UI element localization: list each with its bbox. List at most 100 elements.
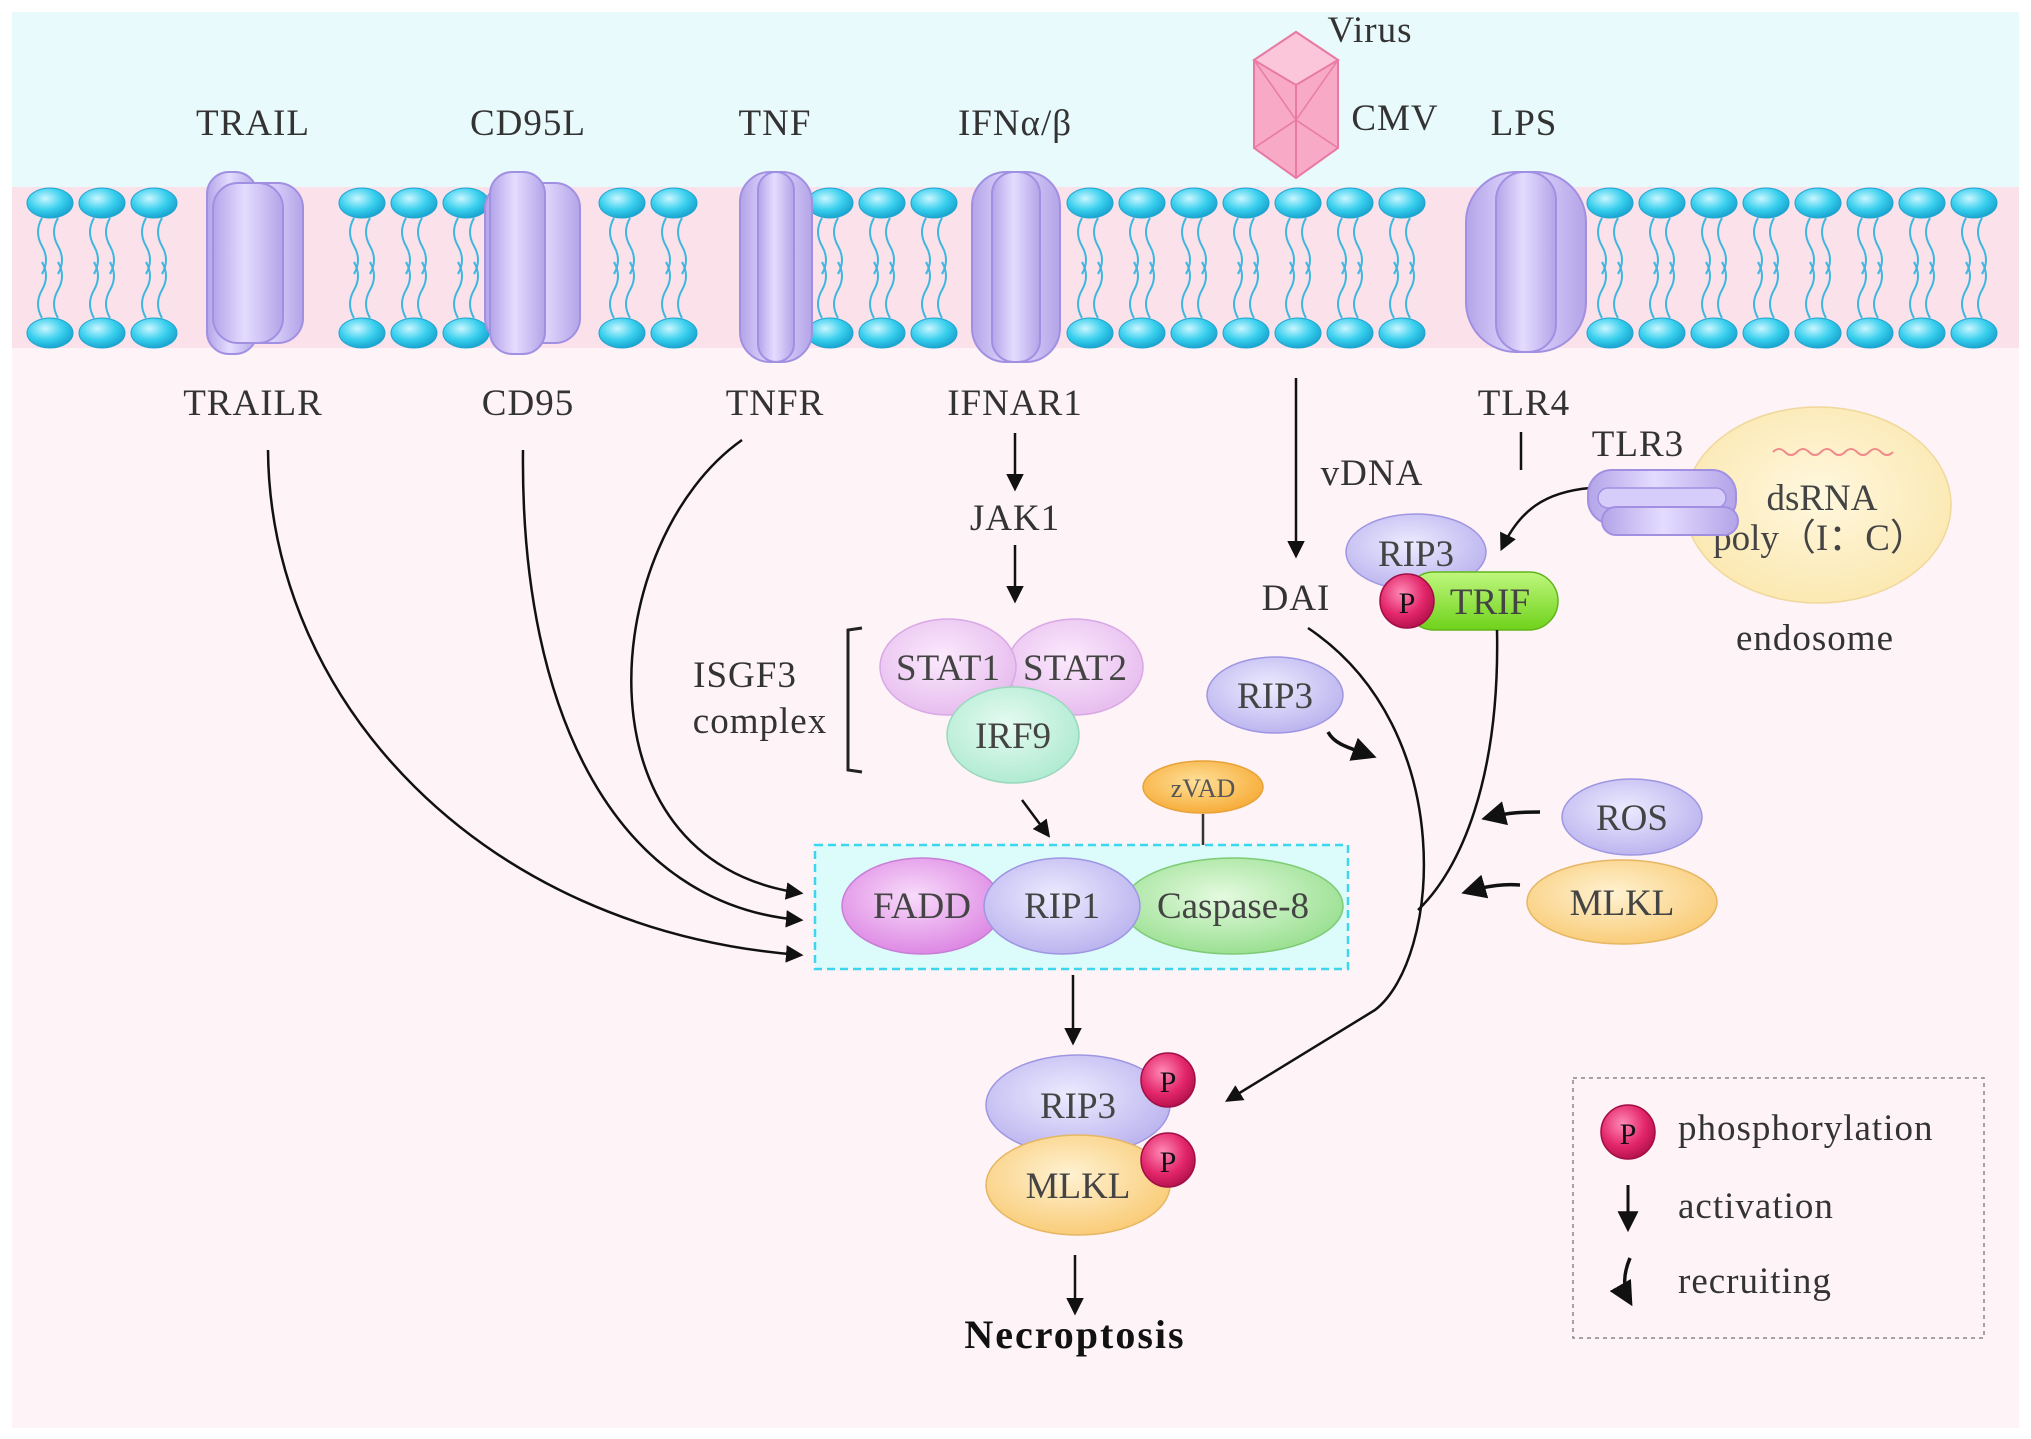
trif-to-complex-line <box>1417 629 1499 911</box>
dai-label: DAI <box>1262 578 1331 619</box>
svg-text:P: P <box>1160 1066 1177 1099</box>
irf9-label: IRF9 <box>975 716 1051 757</box>
poly-ic-label: poly（I：C） <box>1713 518 1927 559</box>
tlr4-label: TLR4 <box>1478 383 1570 424</box>
dai-to-necrosome-arrow <box>1225 626 1426 1102</box>
legend-phosphorylation-icon: P <box>1600 1104 1656 1160</box>
lipid-molecule <box>910 187 958 349</box>
lipid-molecule <box>1950 187 1998 349</box>
lipid-molecule <box>390 187 438 349</box>
isgf3-bracket <box>846 626 863 774</box>
trailr-label: TRAILR <box>183 383 323 424</box>
dsrna-label: dsRNA <box>1766 478 1877 519</box>
lipid-molecule <box>650 187 698 349</box>
cd95-receptor <box>484 171 581 355</box>
lipid-molecule <box>1794 187 1842 349</box>
extracellular-space <box>12 12 2019 187</box>
lipid-molecule <box>1586 187 1634 349</box>
rip1-protein <box>983 857 1141 955</box>
tlr3-label: TLR3 <box>1592 424 1684 465</box>
lipid-molecule <box>1066 187 1114 349</box>
dsrna-wave <box>1772 448 1894 456</box>
tlr4-receptor <box>1465 171 1587 353</box>
irf9-protein <box>946 686 1080 784</box>
jak1-label: JAK1 <box>970 498 1060 539</box>
svg-text:P: P <box>1399 587 1416 620</box>
lipid-molecule <box>598 187 646 349</box>
legend-phosphorylation-label: phosphorylation <box>1678 1108 1933 1149</box>
lipid-molecule <box>442 187 490 349</box>
lipid-molecule <box>1638 187 1686 349</box>
lipid-molecule <box>1118 187 1166 349</box>
zvad-label: zVAD <box>1171 774 1236 803</box>
cd95-label: CD95 <box>482 383 574 424</box>
fadd-label: FADD <box>873 886 971 927</box>
endosome-label: endosome <box>1736 618 1894 659</box>
lipid-molecule <box>78 187 126 349</box>
legend-recruiting-icon <box>1609 1257 1633 1307</box>
cd95-to-complex-arrow <box>521 449 804 928</box>
stat1-label: STAT1 <box>896 648 1000 689</box>
necroptosis-label: Necroptosis <box>964 1312 1185 1357</box>
phospho-rip3-icon: P <box>1140 1052 1196 1108</box>
ros-recruiting-arrow <box>1481 801 1541 826</box>
stat1-protein <box>879 618 1017 716</box>
tlr3-receptor <box>1587 469 1739 536</box>
ifnar1-label: IFNAR1 <box>947 383 1083 424</box>
legend-recruiting-label: recruiting <box>1678 1261 1832 1302</box>
virus-icon <box>1252 30 1340 180</box>
tnfr-receptor <box>739 171 813 363</box>
rip3-trif-rip3-label: RIP3 <box>1378 534 1454 575</box>
phospho-trif-icon: P <box>1379 573 1435 629</box>
lipid-molecule <box>1222 187 1270 349</box>
stat2-label: STAT2 <box>1023 648 1127 689</box>
ros-protein <box>1561 778 1703 856</box>
lipid-molecule <box>1898 187 1946 349</box>
lipid-molecule <box>130 187 178 349</box>
ifnar1-receptor <box>971 171 1061 363</box>
lipid-molecule <box>26 187 74 349</box>
rip3-recruiting-arrow <box>1326 731 1377 761</box>
tlr-to-rip3-trif-arrow <box>1500 486 1591 552</box>
rip1-label: RIP1 <box>1024 886 1100 927</box>
tnfr-to-complex-arrow <box>630 438 804 900</box>
mlkl-feedback-label: MLKL <box>1570 883 1675 924</box>
lipid-molecule <box>338 187 386 349</box>
isgf3-complex-label: complex <box>693 701 827 742</box>
lipid-molecule <box>1846 187 1894 349</box>
zvad-inhibitor <box>1142 760 1264 814</box>
mlkl-recruiting-arrow <box>1461 874 1521 899</box>
cd95l-label: CD95L <box>470 103 586 144</box>
rip3-free <box>1206 656 1344 734</box>
lipid-molecule <box>1326 187 1374 349</box>
lipid-molecule <box>1378 187 1426 349</box>
svg-text:P: P <box>1620 1118 1637 1151</box>
lps-label: LPS <box>1491 103 1558 144</box>
virus-label: Virus <box>1328 10 1413 51</box>
caspase8-label: Caspase-8 <box>1157 886 1309 927</box>
necrosome-rip3-label: RIP3 <box>1040 1086 1116 1127</box>
trif-label: TRIF <box>1450 582 1530 623</box>
legend-box <box>1572 1077 1985 1339</box>
lipid-molecule <box>1690 187 1738 349</box>
tnfr-label: TNFR <box>726 383 825 424</box>
mlkl-feedback-protein <box>1526 859 1718 945</box>
lipid-molecule <box>1742 187 1790 349</box>
necrosome-mlkl-label: MLKL <box>1026 1166 1131 1207</box>
legend-activation-label: activation <box>1678 1186 1834 1227</box>
rip3-free-label: RIP3 <box>1237 676 1313 717</box>
trailr-receptor <box>206 171 304 355</box>
lipid-molecule <box>1170 187 1218 349</box>
trail-label: TRAIL <box>196 103 310 144</box>
lipid-bilayer <box>26 187 1998 349</box>
ifn-label: IFNα/β <box>958 103 1072 144</box>
isgf3-to-complex-arrow <box>1020 799 1051 838</box>
trailr-to-complex-arrow <box>266 449 804 963</box>
cmv-label: CMV <box>1351 98 1438 139</box>
ros-label: ROS <box>1596 798 1668 839</box>
svg-text:P: P <box>1160 1146 1177 1179</box>
tnf-label: TNF <box>739 103 812 144</box>
vdna-label: vDNA <box>1321 453 1424 494</box>
lipid-molecule <box>858 187 906 349</box>
isgf3-label: ISGF3 <box>693 655 797 696</box>
